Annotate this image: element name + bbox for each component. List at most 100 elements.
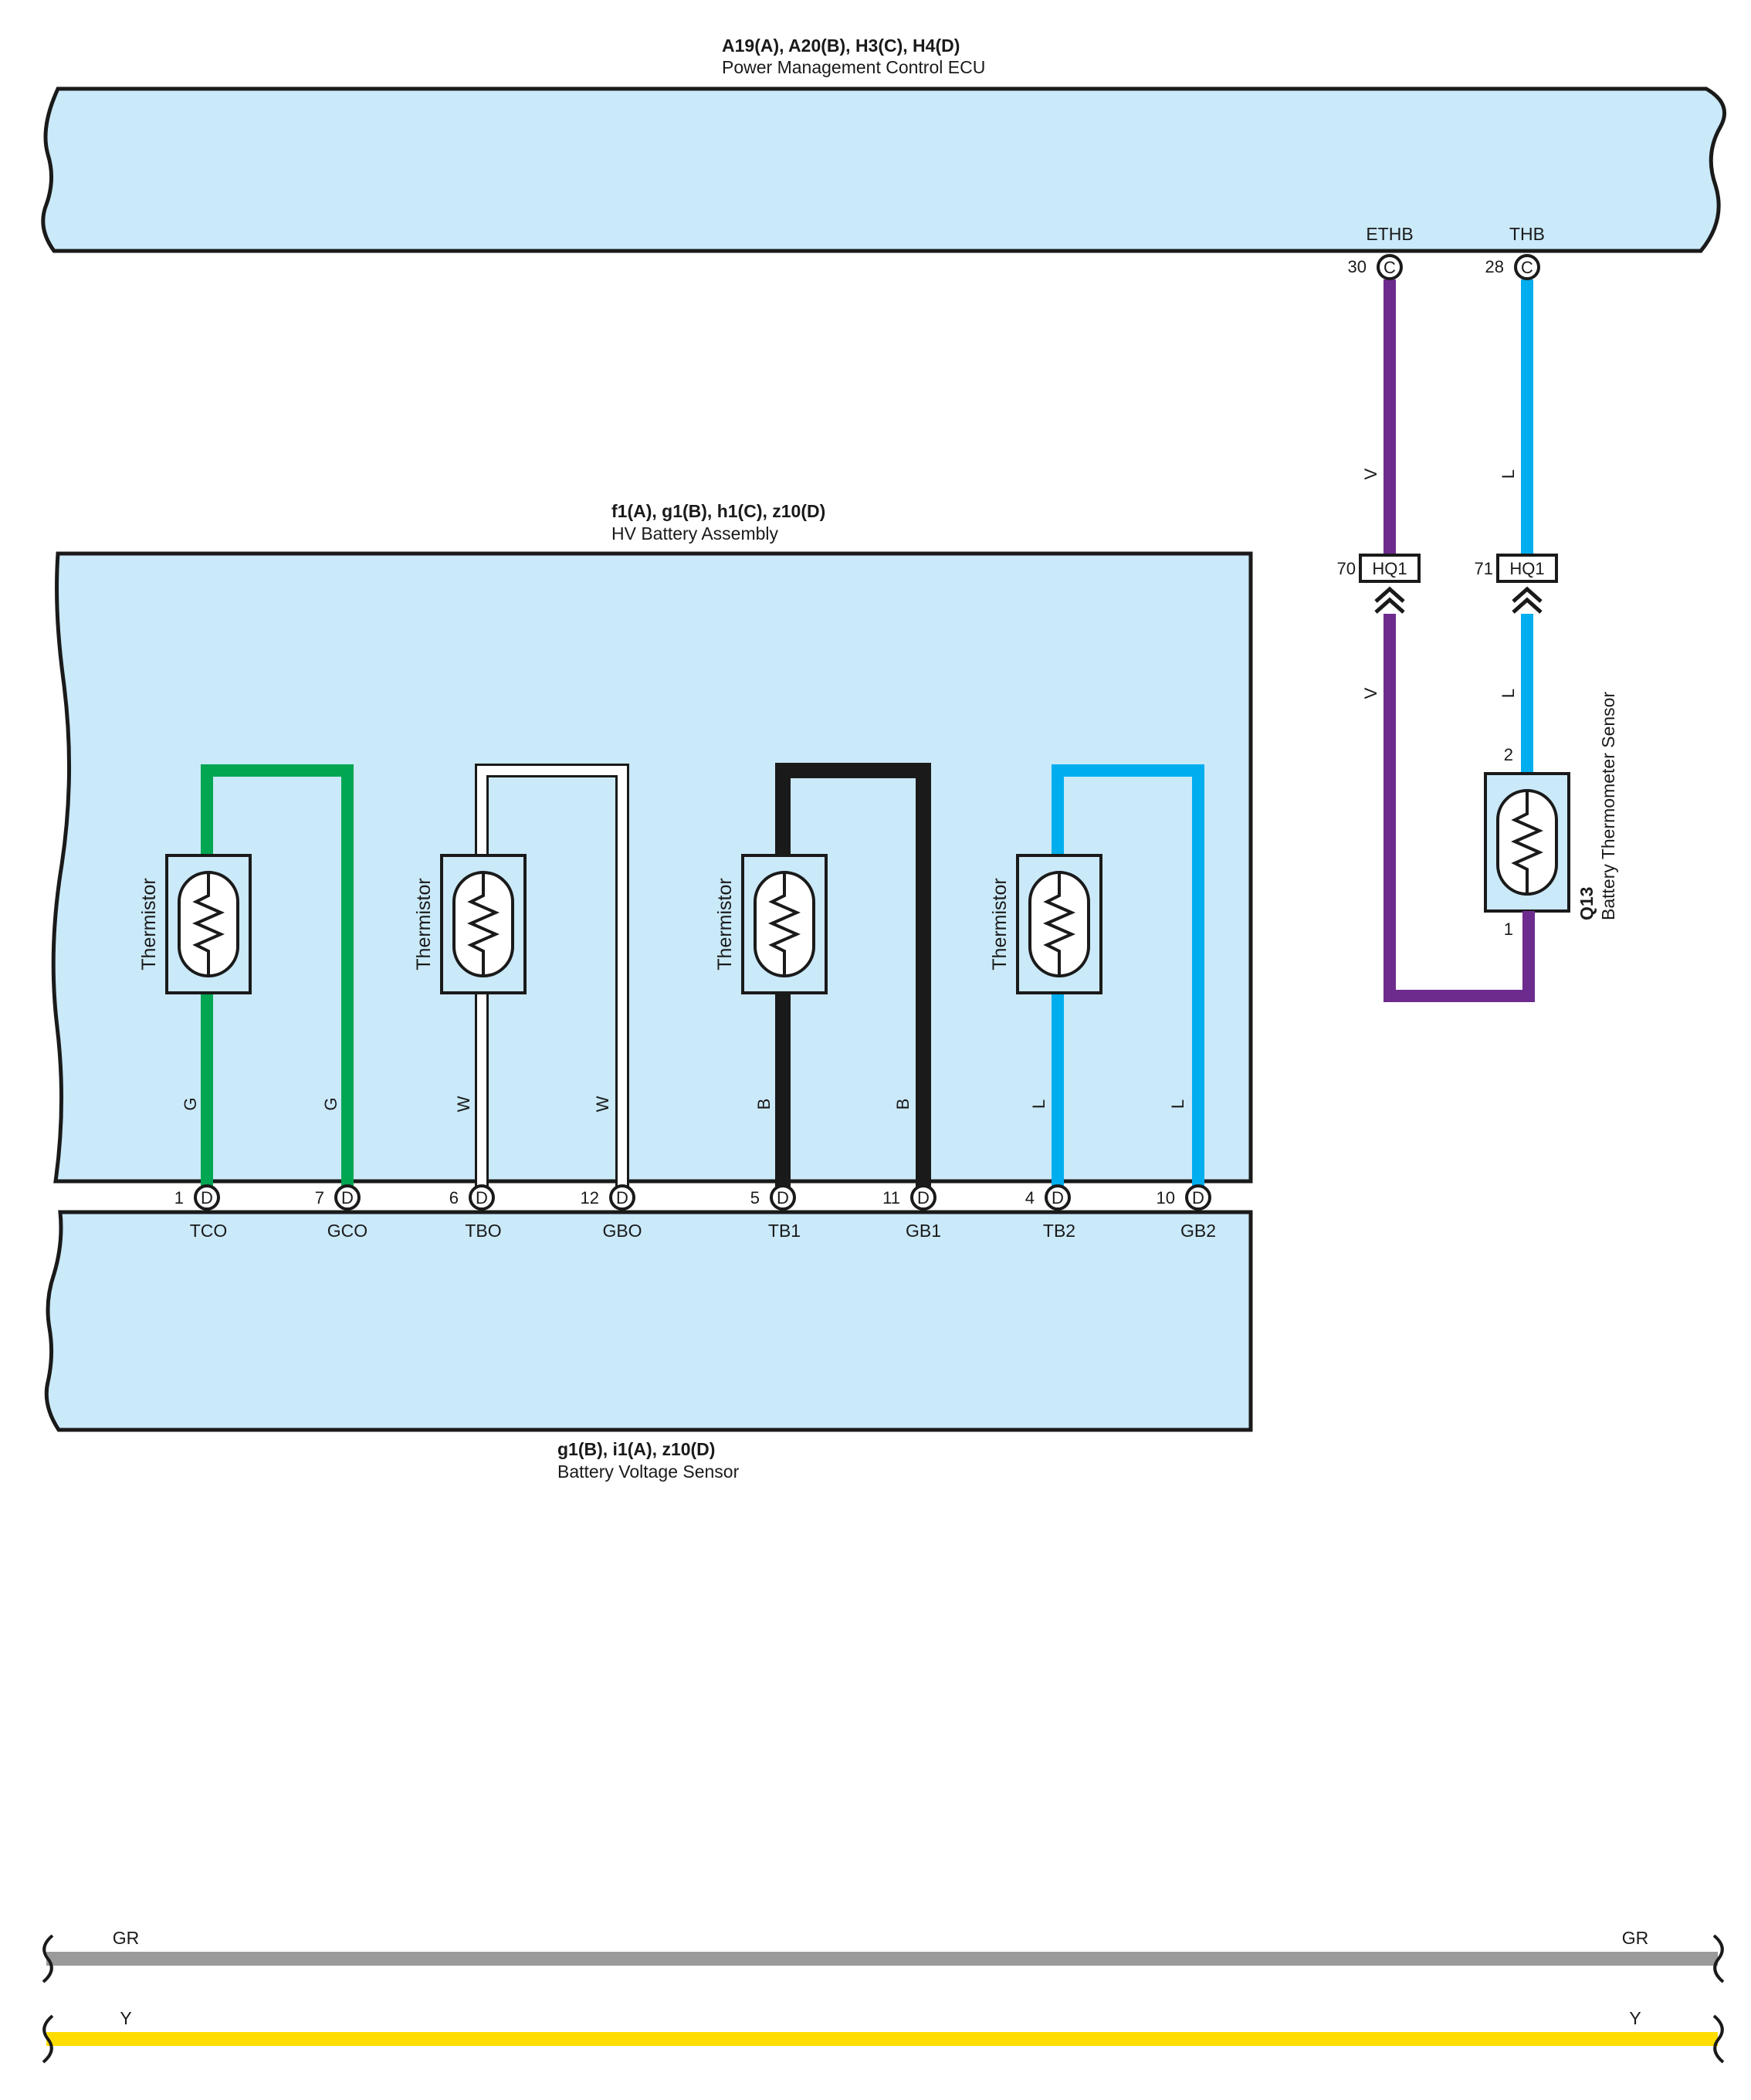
- wire-color-label: G: [181, 1097, 200, 1110]
- ecu-block: A19(A), A20(B), H3(C), H4(D) Power Manag…: [41, 36, 1727, 253]
- thermometer-circuit: ETHB 30 C THB 28 C V V L L 70 HQ1 71 HQ1…: [1337, 224, 1618, 1002]
- pin-number: 12: [581, 1188, 599, 1208]
- sensor-name: Battery Thermometer Sensor: [1598, 692, 1618, 920]
- pin-signal: TB1: [768, 1221, 801, 1241]
- sensor-pin-bottom: 1: [1504, 920, 1513, 939]
- pin-connector-letter: D: [777, 1188, 789, 1208]
- sensor-pin-top: 2: [1504, 745, 1513, 764]
- junction-box: [1496, 554, 1558, 583]
- wire-v-lower: [1384, 614, 1535, 1002]
- resistor-zigzag: [1043, 872, 1075, 976]
- thermistor-loop-4: Thermistor L L: [989, 764, 1204, 1197]
- resistor-zigzag: [467, 872, 500, 976]
- wire-label-y-right: Y: [1629, 2008, 1641, 2028]
- pin-connector-letter: D: [201, 1188, 213, 1208]
- pin-signal: TB2: [1043, 1221, 1075, 1241]
- wire-color-label: L: [1499, 469, 1518, 479]
- hv-battery-code: f1(A), g1(B), h1(C), z10(D): [611, 501, 825, 521]
- wire-color-label: L: [1499, 689, 1518, 698]
- pin-number: 7: [315, 1188, 324, 1208]
- voltage-sensor-block: g1(B), i1(A), z10(D) Battery Voltage Sen…: [44, 1210, 1253, 1482]
- pin-terminal: [770, 1184, 796, 1211]
- pin-terminal: [1514, 254, 1540, 280]
- pin-connector-letter: D: [476, 1188, 488, 1208]
- connector-chevron: [1512, 586, 1543, 614]
- thermistor-loop-2: Thermistor W W: [413, 764, 629, 1197]
- pin-connector-letter: D: [917, 1188, 930, 1208]
- pin-terminal: [1045, 1184, 1071, 1211]
- pin-connector-letter: D: [1192, 1188, 1204, 1208]
- pin-number: 70: [1337, 559, 1356, 578]
- pin-number: 71: [1475, 559, 1493, 578]
- pin-terminal: [609, 1184, 635, 1211]
- pin-number: 6: [449, 1188, 459, 1208]
- junction-code: HQ1: [1509, 559, 1544, 578]
- bottom-wires: GR GR Y Y: [42, 1928, 1725, 2064]
- pin-number: 28: [1485, 257, 1504, 276]
- junction-code: HQ1: [1372, 559, 1407, 578]
- resistor-zigzag: [768, 872, 801, 976]
- wire-gr-break-right: [1712, 1934, 1725, 1983]
- connector-d-pins: 1 D TCO 7 D GCO 6 D TBO 12 D GBO 5 D TB1…: [174, 1184, 1216, 1241]
- hv-battery-name: HV Battery Assembly: [611, 523, 779, 544]
- pin-number: 4: [1025, 1188, 1035, 1208]
- thermistor-loop-1: Thermistor G G: [138, 764, 354, 1197]
- ecu-code: A19(A), A20(B), H3(C), H4(D): [722, 36, 960, 56]
- thermistor-loop-3: Thermistor B B: [714, 763, 931, 1197]
- wire-y-break-left: [42, 2014, 54, 2064]
- pin-terminal: [1377, 254, 1403, 280]
- ecu-pin-signal: ETHB: [1366, 224, 1413, 244]
- wire-color-label: B: [754, 1099, 774, 1110]
- pin-signal: GCO: [327, 1221, 367, 1241]
- pin-signal: GBO: [602, 1221, 642, 1241]
- thermistor-label: Thermistor: [714, 878, 736, 970]
- pin-signal: GB2: [1180, 1221, 1216, 1241]
- pin-terminal: [334, 1184, 361, 1211]
- wire-color-label: G: [321, 1097, 340, 1110]
- junction-connector-71: 71 HQ1: [1475, 554, 1558, 614]
- pin-number: 11: [882, 1188, 900, 1208]
- pin-connector-letter: C: [1384, 258, 1396, 277]
- thermistor-label: Thermistor: [413, 878, 435, 970]
- pin-signal: TCO: [190, 1221, 228, 1241]
- pin-number: 5: [750, 1188, 760, 1208]
- wire-label-gr-left: GR: [113, 1928, 140, 1948]
- wire-color-label: W: [593, 1096, 612, 1112]
- wire-color-label: V: [1361, 468, 1380, 479]
- pin-connector-letter: D: [1052, 1188, 1064, 1208]
- wire-color-label: B: [893, 1099, 913, 1110]
- wire-gr-break-left: [42, 1934, 54, 1983]
- pin-number: 30: [1348, 257, 1367, 276]
- resistor-zigzag: [192, 872, 225, 976]
- ecu-box: [41, 86, 1727, 253]
- pin-terminal: [1185, 1184, 1211, 1211]
- pin-signal: TBO: [465, 1221, 501, 1241]
- wire-color-label: W: [454, 1096, 473, 1112]
- wire-color-label: L: [1168, 1099, 1187, 1109]
- pin-terminal: [910, 1184, 936, 1211]
- hv-battery-block: f1(A), g1(B), h1(C), z10(D) HV Battery A…: [51, 501, 1253, 1184]
- battery-thermometer-sensor: 2 1 Q13 Battery Thermometer Sensor: [1484, 692, 1618, 939]
- pin-terminal: [194, 1184, 220, 1211]
- wire-label-y-left: Y: [120, 2008, 131, 2028]
- junction-box: [1359, 554, 1421, 583]
- connector-chevron: [1374, 586, 1405, 614]
- wire-y-break-right: [1712, 2014, 1725, 2064]
- pin-connector-letter: D: [616, 1188, 628, 1208]
- sensor-code: Q13: [1577, 887, 1597, 920]
- voltage-sensor-name: Battery Voltage Sensor: [557, 1462, 740, 1482]
- pin-number: 10: [1157, 1188, 1175, 1208]
- ecu-pin-signal: THB: [1509, 224, 1545, 244]
- junction-connector-70: 70 HQ1: [1337, 554, 1421, 614]
- ecu-name: Power Management Control ECU: [722, 57, 985, 77]
- pin-connector-letter: D: [341, 1188, 354, 1208]
- wire-label-gr-right: GR: [1622, 1928, 1649, 1948]
- thermistor-label: Thermistor: [138, 878, 160, 970]
- pin-number: 1: [174, 1188, 184, 1208]
- pin-connector-letter: C: [1521, 258, 1533, 277]
- voltage-sensor-box: [44, 1210, 1253, 1432]
- wire-color-label: L: [1029, 1099, 1048, 1109]
- wire-color-label: V: [1361, 687, 1380, 699]
- thermistor-label: Thermistor: [989, 878, 1011, 970]
